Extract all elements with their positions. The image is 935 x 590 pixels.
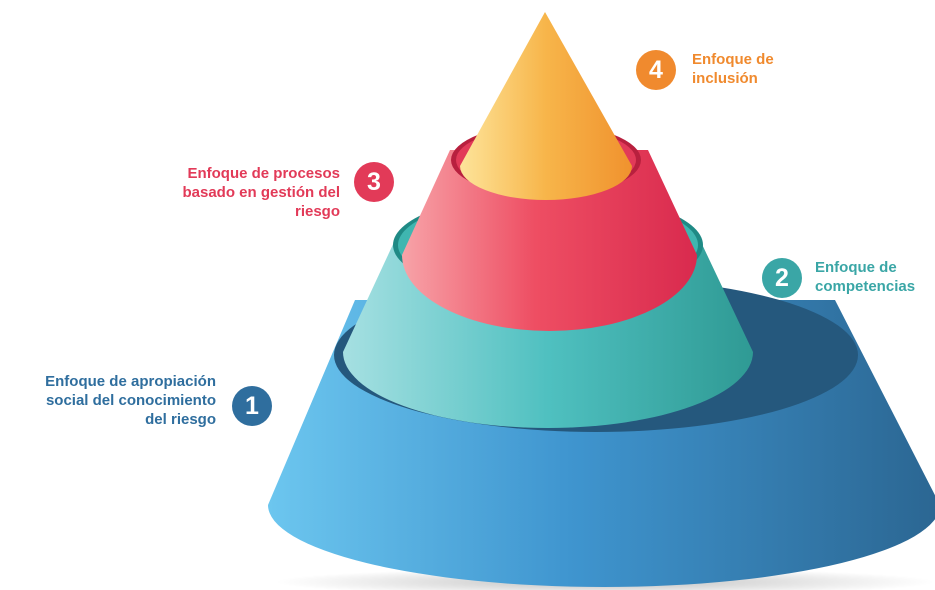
level-4-badge: 4 bbox=[636, 50, 676, 90]
level-1-label: Enfoque de apropiación social del conoci… bbox=[45, 373, 216, 428]
tier-4-inclusion bbox=[460, 12, 632, 200]
level-3-badge: 3 bbox=[354, 162, 394, 202]
level-1-badge: 1 bbox=[232, 386, 272, 426]
level-2-badge: 2 bbox=[762, 258, 802, 298]
level-3-label: Enfoque de procesos basado en gestión de… bbox=[182, 165, 340, 220]
level-2-label: Enfoque de competencias bbox=[815, 259, 916, 295]
level-4-label: Enfoque de inclusión bbox=[692, 51, 774, 87]
